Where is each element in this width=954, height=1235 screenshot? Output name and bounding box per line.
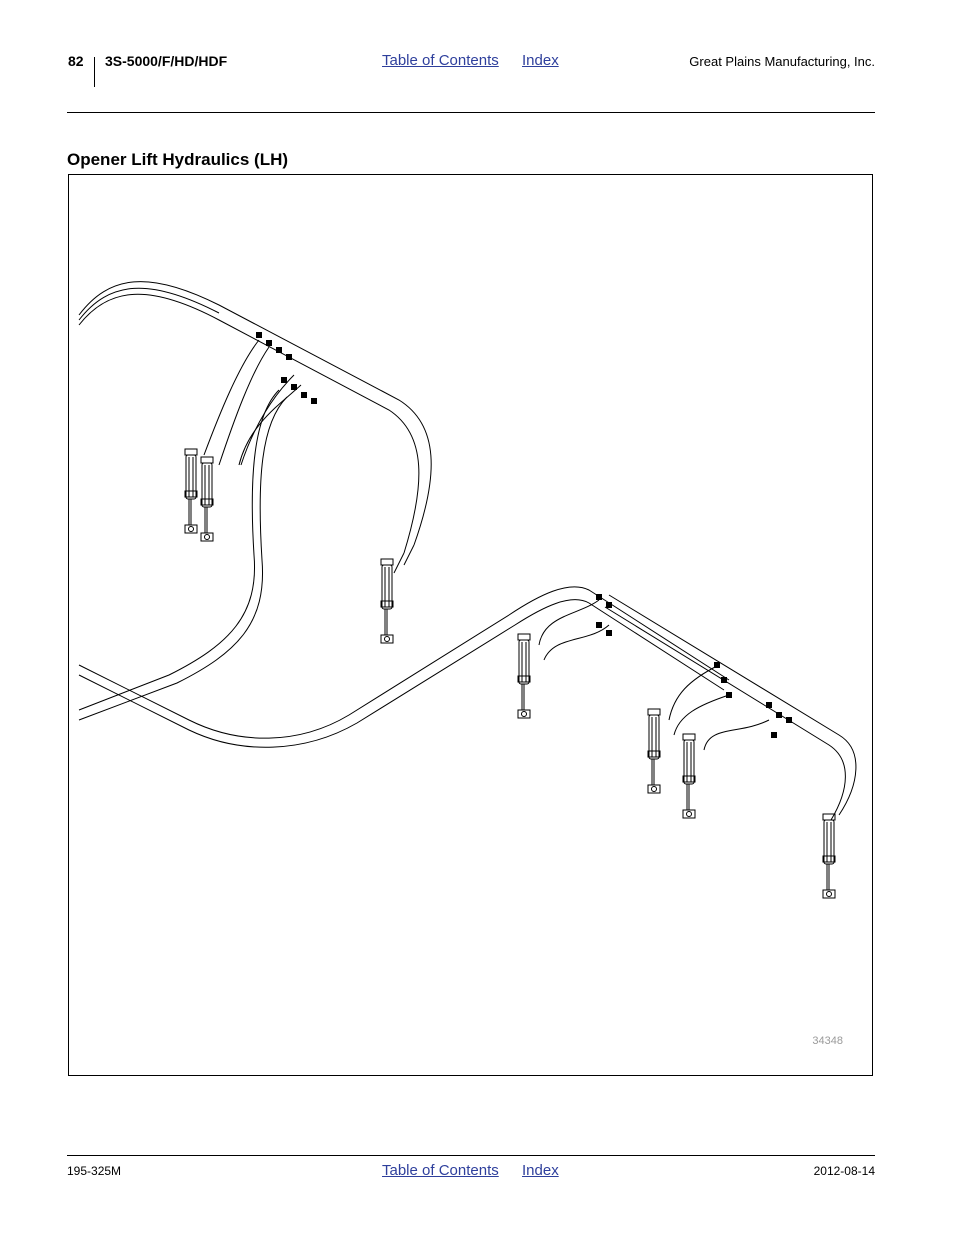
hydraulics-figure: 34348 bbox=[68, 174, 873, 1076]
document-number: 195-325M bbox=[67, 1164, 122, 1178]
figure-number: 34348 bbox=[812, 1035, 843, 1047]
model-title: 3S-5000/F/HD/HDF bbox=[105, 53, 228, 69]
company-name: Great Plains Manufacturing, Inc. bbox=[689, 54, 875, 69]
header-toc-link[interactable]: Table of Contents bbox=[382, 52, 499, 69]
page-number: 82 bbox=[68, 53, 84, 69]
hydraulics-line-drawing bbox=[78, 281, 857, 899]
header-divider bbox=[94, 57, 95, 87]
header-rule bbox=[67, 112, 875, 113]
header-index-link[interactable]: Index bbox=[522, 52, 559, 69]
footer-rule bbox=[67, 1155, 875, 1156]
document-date: 2012-08-14 bbox=[813, 1164, 875, 1178]
section-title: Opener Lift Hydraulics (LH) bbox=[67, 150, 289, 169]
footer-index-link[interactable]: Index bbox=[522, 1162, 559, 1179]
footer-toc-link[interactable]: Table of Contents bbox=[382, 1162, 499, 1179]
